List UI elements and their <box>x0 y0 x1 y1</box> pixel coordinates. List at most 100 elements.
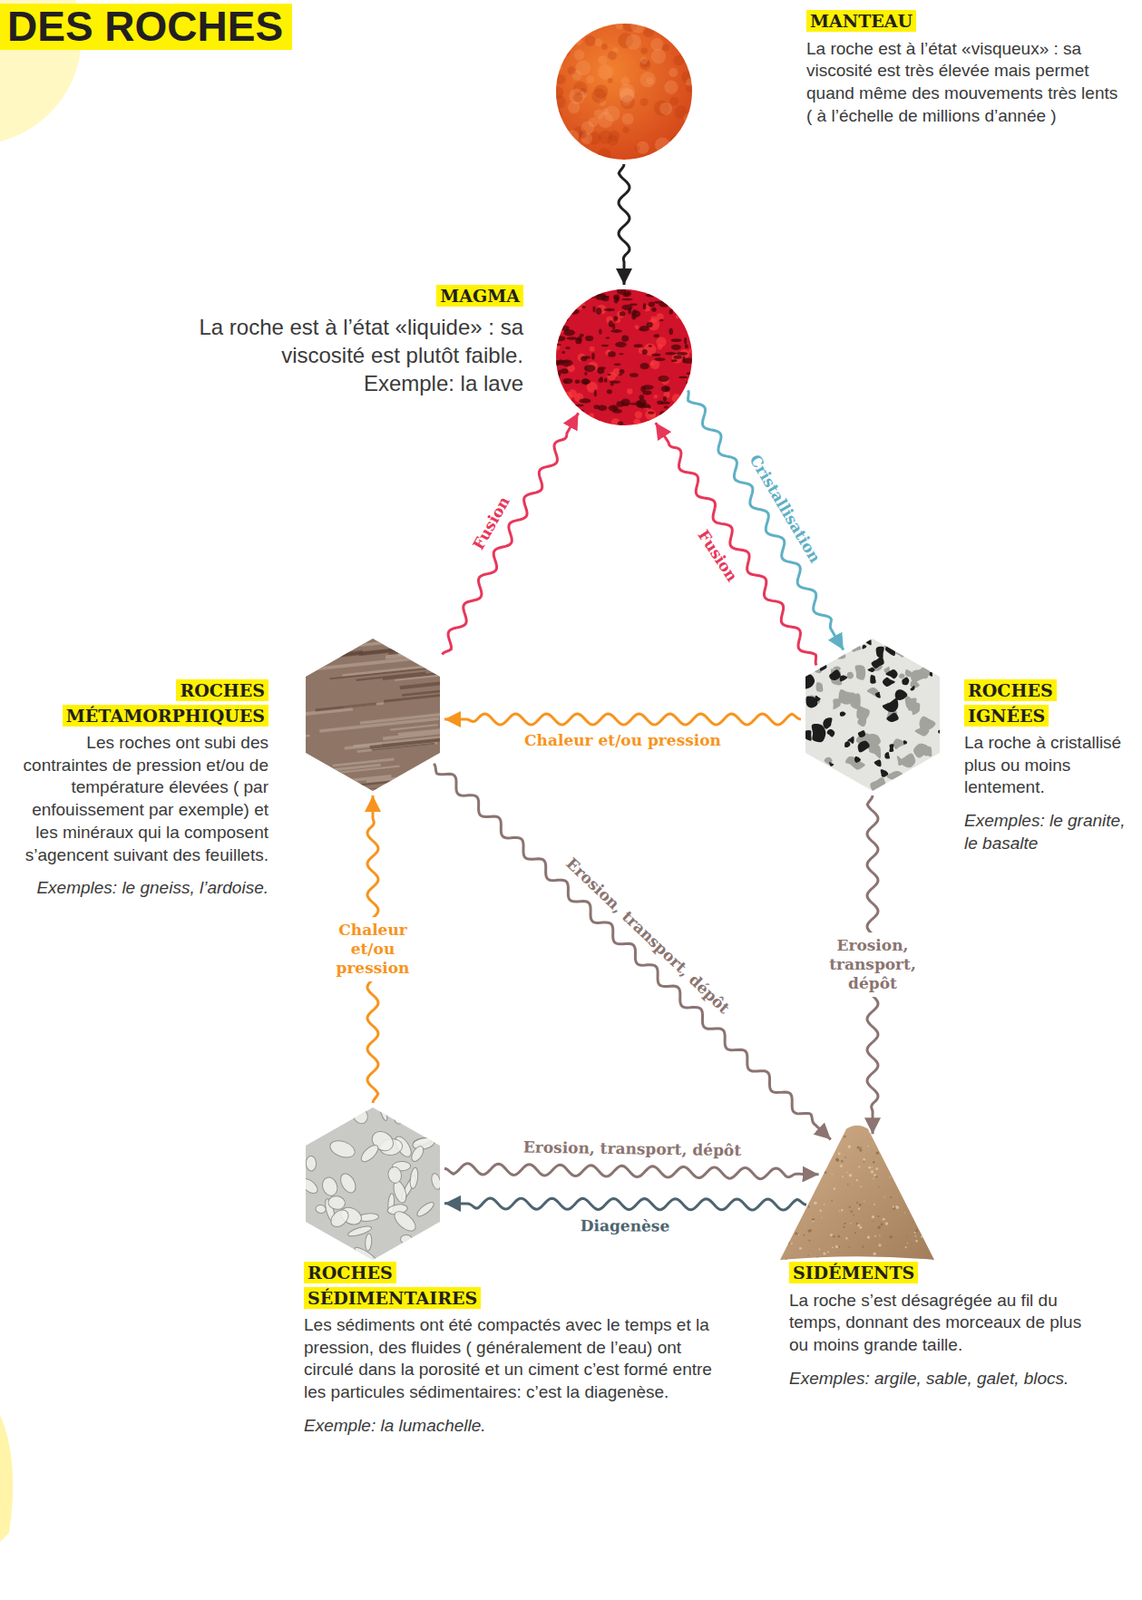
page-title: DES ROCHES <box>0 3 293 50</box>
shape-detail <box>622 126 629 134</box>
shape-detail <box>909 685 915 692</box>
shape-detail <box>651 307 656 313</box>
shape-detail <box>892 1206 895 1209</box>
shape-detail <box>802 1234 805 1237</box>
shape-detail <box>888 783 901 798</box>
shape-detail <box>575 337 582 344</box>
shape-detail <box>292 650 363 662</box>
shape-detail <box>669 97 679 107</box>
shape-detail <box>927 1178 930 1182</box>
shape-detail <box>880 1223 884 1227</box>
label-holder: Chaleur et/ou pression <box>325 917 420 983</box>
shape-detail <box>858 1148 862 1152</box>
shape-detail <box>926 1182 929 1186</box>
shape-detail <box>281 788 379 801</box>
shape-detail <box>918 780 929 796</box>
shape-detail <box>634 410 643 419</box>
shape-detail <box>661 385 671 392</box>
shape-detail <box>841 1175 844 1178</box>
shape-detail <box>914 1142 916 1143</box>
shape-detail <box>305 1155 317 1172</box>
shape-detail <box>799 673 815 689</box>
text-block: La roche est à l’état «liquide» : sa vis… <box>160 312 524 370</box>
shape-outline <box>556 23 693 160</box>
shape-detail <box>640 56 648 64</box>
shape-detail <box>882 1218 886 1221</box>
shape-detail <box>601 344 609 348</box>
shape-detail <box>581 305 586 310</box>
shape-detail <box>819 647 833 660</box>
node-caption: SIDÉMENTSLa roche s’est désagrégée au fi… <box>789 1260 1089 1390</box>
shape-detail <box>849 1246 850 1248</box>
shape-detail <box>831 1173 833 1175</box>
heading-wrapper: SIDÉMENTS <box>789 1260 1089 1287</box>
shape-detail <box>680 302 685 308</box>
shape-detail <box>805 638 940 791</box>
shape-detail <box>658 300 670 308</box>
shape-texture <box>551 287 698 429</box>
shape-detail <box>782 1183 786 1187</box>
shape-detail <box>686 385 697 390</box>
node-description: La roche s’est désagrégée au fil du temp… <box>789 1289 1089 1357</box>
shape-detail <box>685 84 694 92</box>
shape-detail <box>630 18 646 34</box>
shape-detail <box>635 421 640 426</box>
shape-detail <box>580 379 591 385</box>
shape-detail <box>888 1176 891 1179</box>
shape-detail <box>410 1231 440 1260</box>
shape-detail <box>553 397 563 407</box>
shape-detail <box>615 400 625 407</box>
shape-detail <box>573 404 584 407</box>
shape-detail <box>847 672 854 680</box>
shape-detail <box>810 1188 813 1191</box>
shape-detail <box>604 377 607 383</box>
shape-detail <box>785 1142 789 1145</box>
node-heading: MAGMA <box>436 284 524 307</box>
shape-detail <box>421 1224 449 1247</box>
shape-detail <box>400 1101 421 1123</box>
shape-detail <box>629 372 639 378</box>
shape-detail <box>907 1242 908 1244</box>
shape-detail <box>671 288 675 296</box>
shape-detail <box>633 419 641 427</box>
shape-detail <box>868 667 876 673</box>
shape-detail <box>315 702 378 713</box>
text-block: Exemple: la lumachelle. <box>303 1415 722 1438</box>
text-block: La roche est à l’état «visqueux» : sa vi… <box>806 38 1124 128</box>
shape-detail <box>897 1149 900 1152</box>
shape-detail <box>659 410 668 417</box>
shape-detail <box>681 422 686 427</box>
shape-detail <box>819 1210 821 1212</box>
shape-detail <box>889 1235 894 1240</box>
shape-detail <box>915 1239 918 1243</box>
shape-detail <box>332 758 395 768</box>
text-block: Les roches ont subi des contraintes de p… <box>14 732 269 867</box>
shape-detail <box>784 1259 788 1262</box>
node-heading: MANTEAU <box>806 9 917 32</box>
shape-detail <box>859 1146 862 1149</box>
shape-detail <box>574 410 582 419</box>
shape-detail <box>933 1225 936 1228</box>
shape-detail <box>609 380 621 383</box>
text-block: La roche à cristallisé plus ou moins len… <box>964 732 1128 800</box>
shape-detail <box>653 357 665 362</box>
shape-detail <box>618 369 625 374</box>
shape-detail <box>391 1103 414 1127</box>
shape-detail <box>667 414 676 423</box>
shape-detail <box>919 1224 924 1229</box>
shape-detail <box>903 740 908 745</box>
shape-detail <box>914 1231 917 1234</box>
shape-detail <box>648 344 653 348</box>
shape-detail <box>655 312 664 321</box>
shape-detail <box>386 1165 403 1185</box>
shape-detail <box>644 421 656 427</box>
shape-detail <box>594 38 603 47</box>
shape-detail <box>875 692 881 699</box>
shape-detail <box>785 1207 788 1210</box>
shape-detail <box>905 1246 908 1249</box>
shape-detail <box>574 49 586 61</box>
shape-detail <box>846 1122 849 1124</box>
shape-detail <box>840 1209 843 1211</box>
shape-detail <box>889 1196 892 1199</box>
